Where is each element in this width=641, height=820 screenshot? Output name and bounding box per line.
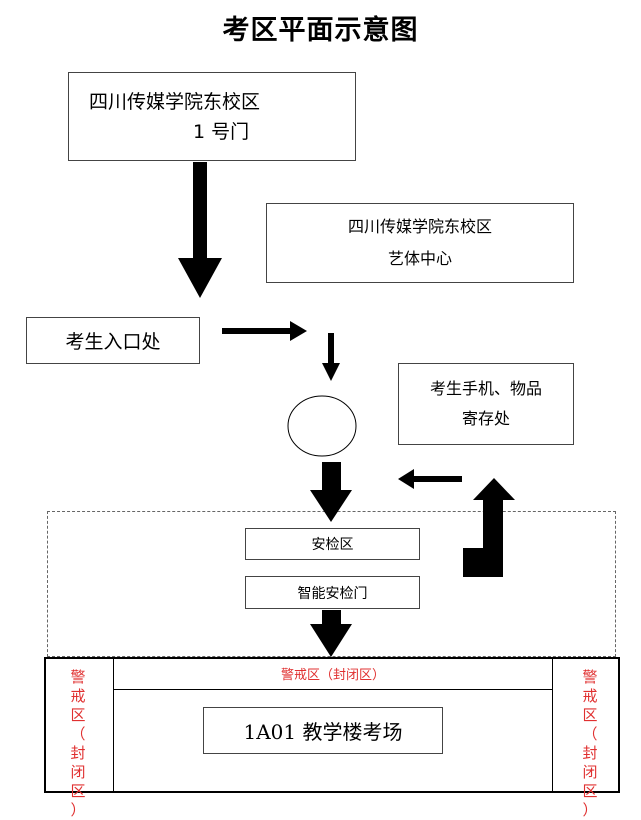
art-center-name: 艺体中心	[387, 249, 452, 268]
cordon-top-label: 警戒区（封闭区）	[280, 667, 385, 683]
exam-room-label: 1A01 教学楼考场	[243, 720, 403, 744]
smart-gate-box: 智能安检门	[245, 576, 420, 609]
security-area-box: 安检区	[245, 528, 420, 560]
checkpoint-down-arrow	[322, 333, 340, 381]
storage-name: 考生手机、物品	[429, 379, 542, 398]
exam-inner-area	[113, 690, 553, 793]
page-title: 考区平面示意图	[222, 15, 419, 46]
entrance-box: 考生入口处	[26, 317, 200, 364]
art-center-box: 四川传媒学院东校区 艺体中心	[266, 203, 574, 283]
entrance-right-arrow	[222, 321, 307, 341]
gate-down-arrow	[178, 162, 222, 298]
exam-down-arrow	[310, 610, 352, 657]
return-up-arrow	[463, 478, 515, 577]
cordon-top-area: 警戒区（封闭区）	[113, 657, 553, 690]
security-area-label: 安检区	[311, 537, 354, 553]
storage-name-2: 寄存处	[461, 409, 510, 428]
gate-number: 1 号门	[193, 120, 250, 143]
art-center-campus: 四川传媒学院东校区	[347, 217, 492, 236]
storage-box: 考生手机、物品 寄存处	[398, 363, 574, 445]
gate-name: 四川传媒学院东校区	[89, 90, 261, 113]
exam-room-box: 1A01 教学楼考场	[203, 707, 443, 754]
entrance-label: 考生入口处	[65, 331, 161, 353]
checkpoint-circle	[287, 395, 357, 457]
security-down-arrow	[310, 462, 352, 522]
exam-building-frame	[44, 657, 620, 793]
flow-arrows	[178, 162, 515, 657]
storage-left-arrow	[398, 469, 462, 489]
gate-box: 四川传媒学院东校区 1 号门	[68, 72, 356, 161]
smart-gate-label: 智能安检门	[297, 585, 368, 602]
